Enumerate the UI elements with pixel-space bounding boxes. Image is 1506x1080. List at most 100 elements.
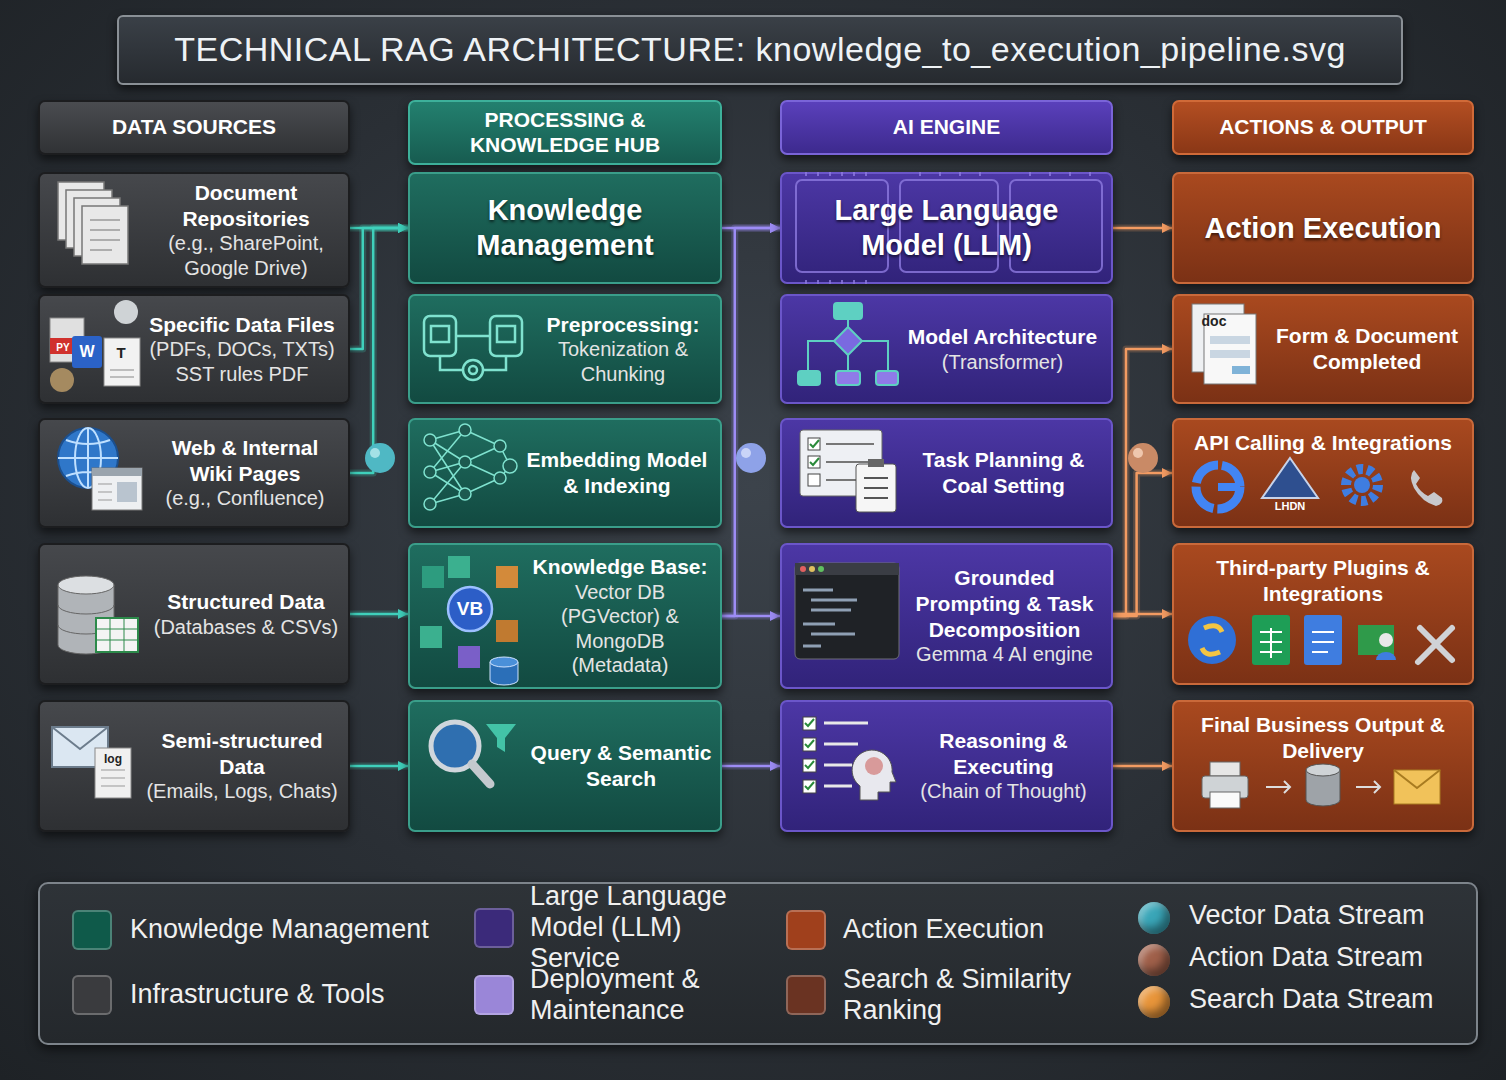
text-area: AI ENGINE (788, 102, 1105, 153)
text-area: Specific Data Files(PDFs, DOCs, TXTs) SS… (144, 296, 340, 402)
legend-text: Large Language Model (LLM) Service (530, 881, 775, 974)
box-heading: Action Execution (1184, 211, 1462, 246)
database-icon (58, 576, 138, 654)
box-heading: PROCESSING & KNOWLEDGE HUB (416, 108, 714, 156)
connector (1113, 473, 1172, 616)
text-area: Final Business Output & Delivery (1182, 702, 1464, 830)
column-header: AI ENGINE (780, 100, 1113, 155)
connector-glow (350, 228, 408, 349)
legend-sphere (1138, 944, 1170, 976)
delivery-icons (1202, 762, 1440, 808)
text-area: Embedding Model & Indexing (522, 420, 712, 526)
plugin-icons (1188, 615, 1452, 665)
process-box: Document Repositories(e.g., SharePoint, … (38, 172, 350, 288)
process-box: Knowledge Base:Vector DB (PGVector) & Mo… (408, 543, 722, 689)
connector-line (1113, 349, 1172, 616)
connector-glow (1113, 611, 1172, 618)
legend-text: Search & Similarity Ranking (843, 964, 1108, 1026)
api-icons (1196, 458, 1442, 509)
text-area: Model Architecture(Transformer) (902, 296, 1103, 402)
box-body: Gemma 4 AI engine (906, 642, 1103, 666)
connector (350, 228, 408, 349)
box-body: Tokenization & Chunking (534, 337, 712, 386)
connector (1113, 766, 1172, 767)
box-heading: Embedding Model & Indexing (522, 447, 712, 498)
connector (1113, 228, 1172, 229)
connector (350, 228, 408, 229)
process-box: Grounded Prompting & Task DecompositionG… (780, 543, 1113, 689)
connector-glow (722, 613, 780, 620)
legend-text: Action Execution (843, 914, 1108, 945)
reasoning-icon (803, 717, 896, 800)
box-body: (Emails, Logs, Chats) (144, 779, 340, 803)
text-area: PROCESSING & KNOWLEDGE HUB (416, 102, 714, 163)
legend-text: Knowledge Management (130, 914, 450, 945)
icon-label: PY (56, 342, 69, 353)
box-heading: Reasoning & Executing (904, 728, 1103, 779)
web-wiki-icon (58, 428, 142, 510)
legend-sphere (1138, 902, 1170, 934)
text-area: Third-party Plugins & Integrations (1182, 545, 1464, 683)
process-box: Large Language Model (LLM) (780, 172, 1113, 284)
connector-line (1113, 765, 1172, 768)
box-heading: Web & Internal Wiki Pages (150, 435, 340, 486)
text-area: Action Execution (1184, 174, 1462, 282)
process-box: Semi-structured Data(Emails, Logs, Chats… (38, 700, 350, 832)
column-header: DATA SOURCES (38, 100, 350, 155)
text-area: Knowledge Management (420, 174, 710, 282)
legend-text: Search Data Stream (1189, 984, 1464, 1015)
legend-swatch (786, 910, 826, 950)
text-area: DATA SOURCES (46, 102, 342, 153)
data-files-icon (50, 300, 140, 392)
process-box: Knowledge Management (408, 172, 722, 284)
box-body: (PDFs, DOCs, TXTs) SST rules PDF (144, 337, 340, 386)
connector (722, 766, 780, 767)
connector-line (722, 765, 780, 768)
text-area: Form & Document Completed (1270, 296, 1464, 402)
connector-line (350, 765, 408, 768)
connector (1113, 614, 1172, 615)
column-header: PROCESSING & KNOWLEDGE HUB (408, 100, 722, 165)
text-area: Grounded Prompting & Task DecompositionG… (906, 545, 1103, 687)
connector-glow (722, 225, 780, 232)
box-heading: Structured Data (152, 589, 340, 615)
connector-glow (350, 611, 408, 618)
search-icon (431, 722, 516, 784)
text-area: Query & Semantic Search (530, 702, 712, 830)
legend-text: Vector Data Stream (1189, 900, 1464, 931)
process-box: Web & Internal Wiki Pages(e.g., Confluen… (38, 418, 350, 528)
text-area: Task Planning & Coal Setting (904, 420, 1103, 526)
vector-db-icon (420, 556, 518, 685)
box-heading: Preprocessing: (534, 312, 712, 338)
box-body: Vector DB (PGVector) & MongoDB (Metadata… (528, 580, 712, 678)
connector (350, 766, 408, 767)
process-box: Third-party Plugins & Integrations (1172, 543, 1474, 685)
connector-line (1113, 473, 1172, 616)
process-box: Reasoning & Executing(Chain of Thought) (780, 700, 1113, 832)
connector (722, 228, 780, 229)
legend-text: Action Data Stream (1189, 942, 1464, 973)
process-box: Query & Semantic Search (408, 700, 722, 832)
connector-line (1113, 227, 1172, 230)
box-heading: Document Repositories (152, 180, 340, 231)
box-body: (Databases & CSVs) (152, 615, 340, 639)
process-box: Final Business Output & Delivery (1172, 700, 1474, 832)
box-heading: Knowledge Management (420, 193, 710, 263)
box-heading: ACTIONS & OUTPUT (1180, 115, 1466, 139)
legend-swatch (72, 975, 112, 1015)
legend-text: Deployment & Maintenance (530, 964, 775, 1026)
legend-swatch (786, 975, 826, 1015)
box-heading: DATA SOURCES (46, 115, 342, 139)
box-body: (Chain of Thought) (904, 779, 1103, 803)
text-area: Large Language Model (LLM) (792, 174, 1101, 282)
icon-label: T (116, 344, 125, 361)
text-area: ACTIONS & OUTPUT (1180, 102, 1466, 153)
text-area: API Calling & Integrations (1182, 420, 1464, 526)
box-body: (Transformer) (902, 350, 1103, 374)
connector (350, 614, 408, 615)
legend-swatch (474, 908, 514, 948)
box-heading: Form & Document Completed (1270, 323, 1464, 374)
text-area: Preprocessing:Tokenization & Chunking (534, 296, 712, 402)
box-heading: Specific Data Files (144, 312, 340, 338)
box-heading: Task Planning & Coal Setting (904, 447, 1103, 498)
